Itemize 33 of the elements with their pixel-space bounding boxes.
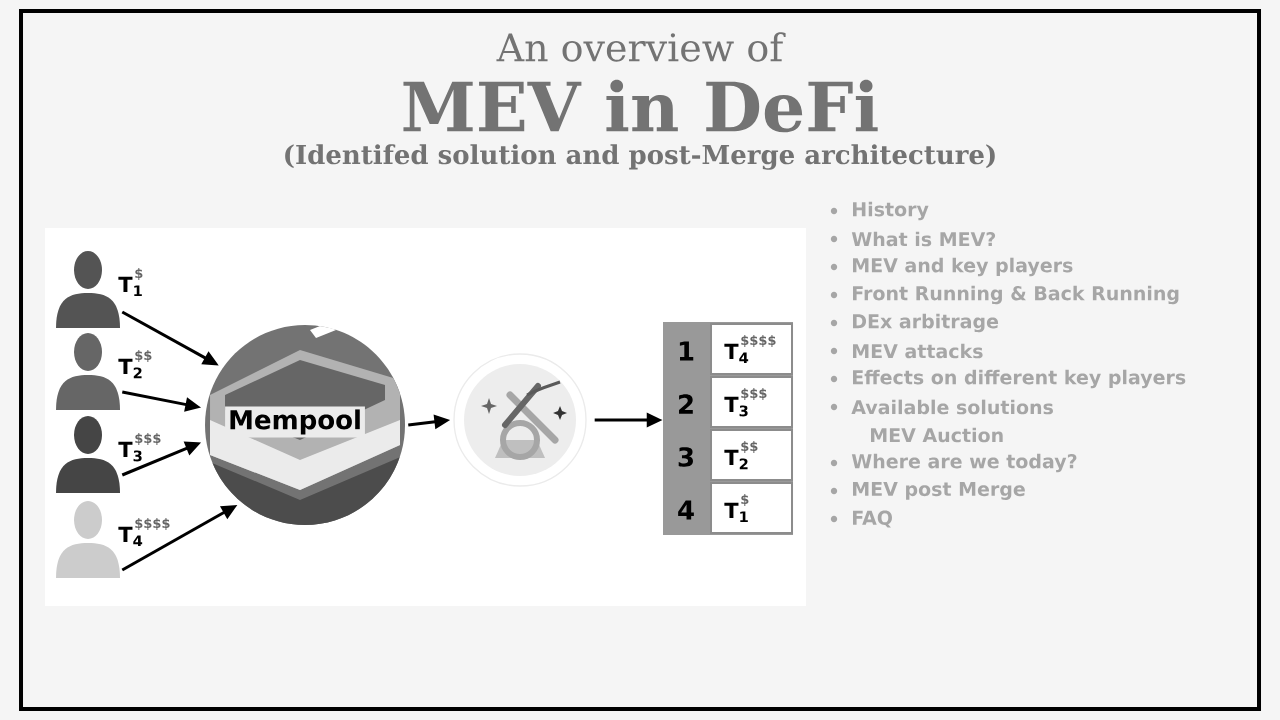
transaction-label: T$_{4}$ $$$$ (118, 518, 170, 547)
bullet-item: DEx arbitrage (830, 313, 999, 333)
node-label: 1 (679, 341, 694, 361)
person-icon (56, 501, 120, 578)
transaction-label: T$_{2}$ $$ (118, 350, 152, 379)
node-label: 3 (678, 447, 693, 467)
bullet-item: Available solutions (830, 399, 1053, 415)
mining-icon (453, 353, 587, 487)
bullet-item: Effects on different key players (830, 369, 1186, 389)
node-label: 2 (679, 394, 693, 414)
node-label: 4 (678, 500, 694, 520)
block-row: 3 T$_{2}$ $$ (678, 429, 793, 481)
sub-item: MEV Auction (871, 427, 1003, 443)
bullet-item: MEV attacks (830, 343, 983, 359)
bullet-item: Front Running & Back Running (830, 285, 1179, 305)
bullet-item: What is MEV? (830, 231, 996, 247)
heading: An overview of (496, 32, 786, 62)
person-icon (56, 333, 120, 410)
bullet-item: MEV and key players (830, 257, 1073, 277)
block-row: 1 T$_{4}$ $$$$ (679, 323, 793, 375)
block-row: 4 T$_{1}$ $ (678, 482, 793, 534)
transaction-label: T$_{3}$ $$$ (118, 433, 161, 462)
transaction-label: T$_{1}$ $ (118, 268, 143, 297)
bullet-item: Where are we today? (830, 453, 1077, 473)
title: MEV in DeFi (403, 79, 878, 133)
person-icon (56, 416, 120, 493)
bullet-item: FAQ (830, 510, 892, 528)
mempool-pool-drawing: Mempool (205, 325, 405, 525)
block-row: 2 T$_{3}$ $$$ (679, 376, 793, 428)
bullet-item: History (830, 201, 929, 221)
subtitle: (Identifed solution and post-Merge architecture) (285, 144, 995, 170)
bullet-item: MEV post Merge (830, 482, 1025, 500)
person-icon (56, 251, 120, 328)
